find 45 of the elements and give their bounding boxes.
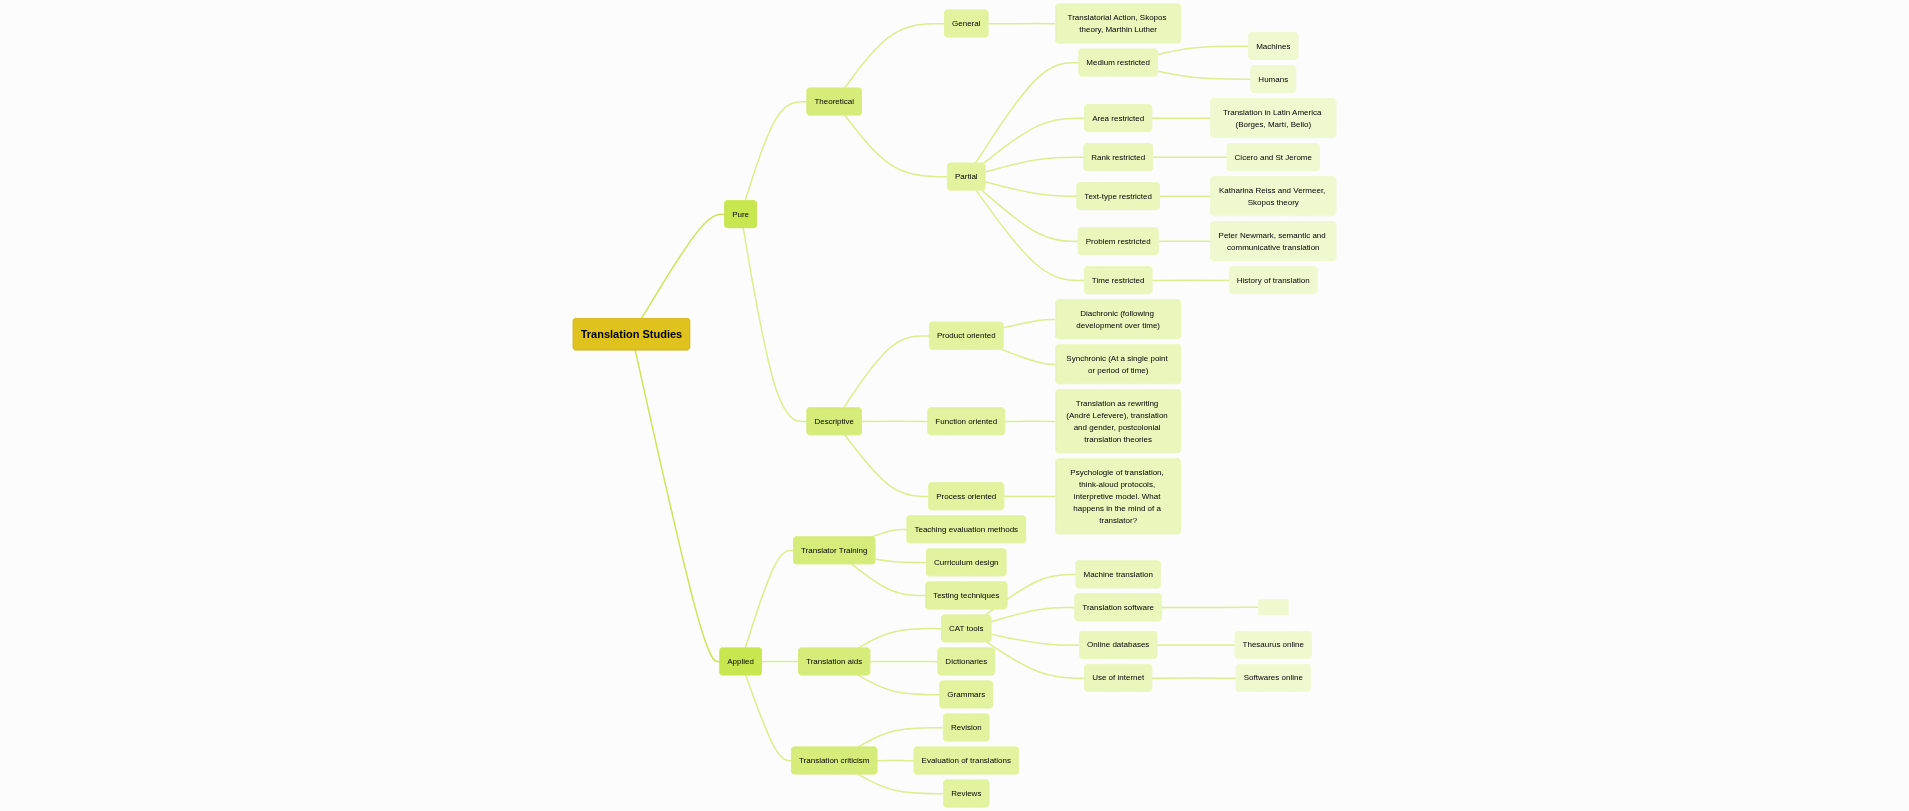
connector <box>1157 240 1212 243</box>
connector <box>990 606 1076 623</box>
connector <box>742 227 808 423</box>
connector <box>984 181 1078 198</box>
connector <box>760 660 800 663</box>
connector <box>1151 279 1231 282</box>
connector <box>842 335 931 409</box>
connector <box>987 22 1057 25</box>
connector <box>974 62 1080 165</box>
connector <box>1159 195 1212 198</box>
connector <box>1003 495 1057 498</box>
connector <box>857 627 943 649</box>
connector <box>844 114 949 178</box>
connector <box>744 101 808 202</box>
connector <box>984 156 1085 173</box>
connector <box>843 22 946 90</box>
connector <box>857 726 945 748</box>
connector <box>1157 45 1250 56</box>
connector <box>634 349 721 663</box>
connector <box>876 759 916 762</box>
connector <box>744 549 795 649</box>
connector <box>1151 117 1212 120</box>
connector <box>861 420 929 423</box>
connector <box>857 773 945 795</box>
connector <box>1151 677 1238 679</box>
connector <box>982 117 1086 165</box>
connector <box>986 641 1086 679</box>
connector <box>975 189 1086 282</box>
connector <box>745 674 793 762</box>
connector <box>981 189 1080 243</box>
connector <box>1161 606 1259 609</box>
connector <box>640 213 726 320</box>
connector <box>1152 156 1229 159</box>
connector <box>990 633 1081 646</box>
connector <box>1156 644 1237 646</box>
connector <box>844 434 930 498</box>
connector <box>869 660 939 663</box>
connector <box>874 558 928 564</box>
connector <box>1000 348 1057 366</box>
connector <box>1157 70 1252 81</box>
connector <box>1004 420 1057 423</box>
connector <box>857 674 941 696</box>
connector <box>1002 318 1057 329</box>
connector <box>851 563 927 597</box>
node-box <box>1258 599 1289 616</box>
